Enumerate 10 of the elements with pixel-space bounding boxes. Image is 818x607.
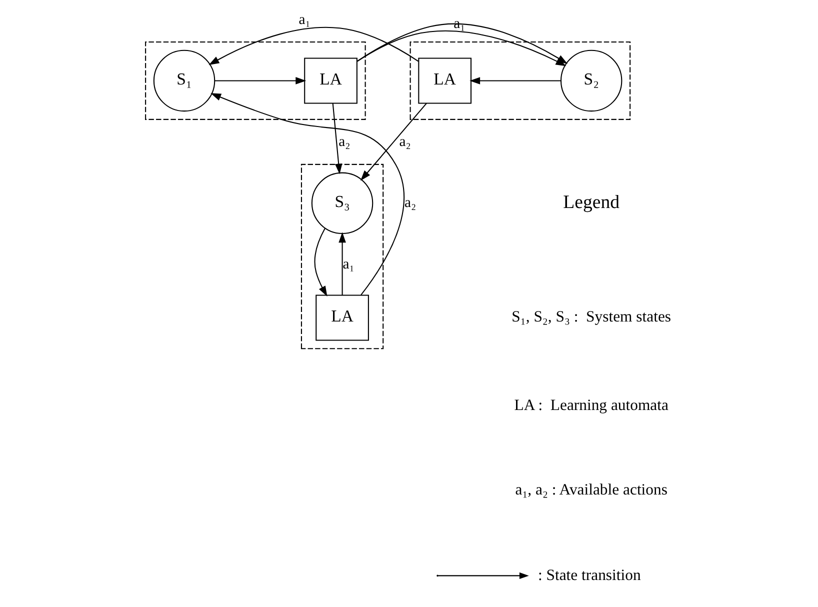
label: S₁, S₂, S₃ : System states xyxy=(512,308,672,326)
edge-label: a₂ xyxy=(399,134,411,150)
label: a₁, a₂ : Available actions xyxy=(515,482,668,499)
label: Legend xyxy=(563,192,620,213)
edge-label: a₁ xyxy=(342,256,354,272)
edge-label: a₂ xyxy=(404,195,416,212)
edge-label: a₂ xyxy=(338,134,350,150)
label: LA : Learning automata xyxy=(514,396,668,414)
edge-label: a₁ xyxy=(298,12,310,28)
legend-label: : State transition xyxy=(538,566,641,584)
